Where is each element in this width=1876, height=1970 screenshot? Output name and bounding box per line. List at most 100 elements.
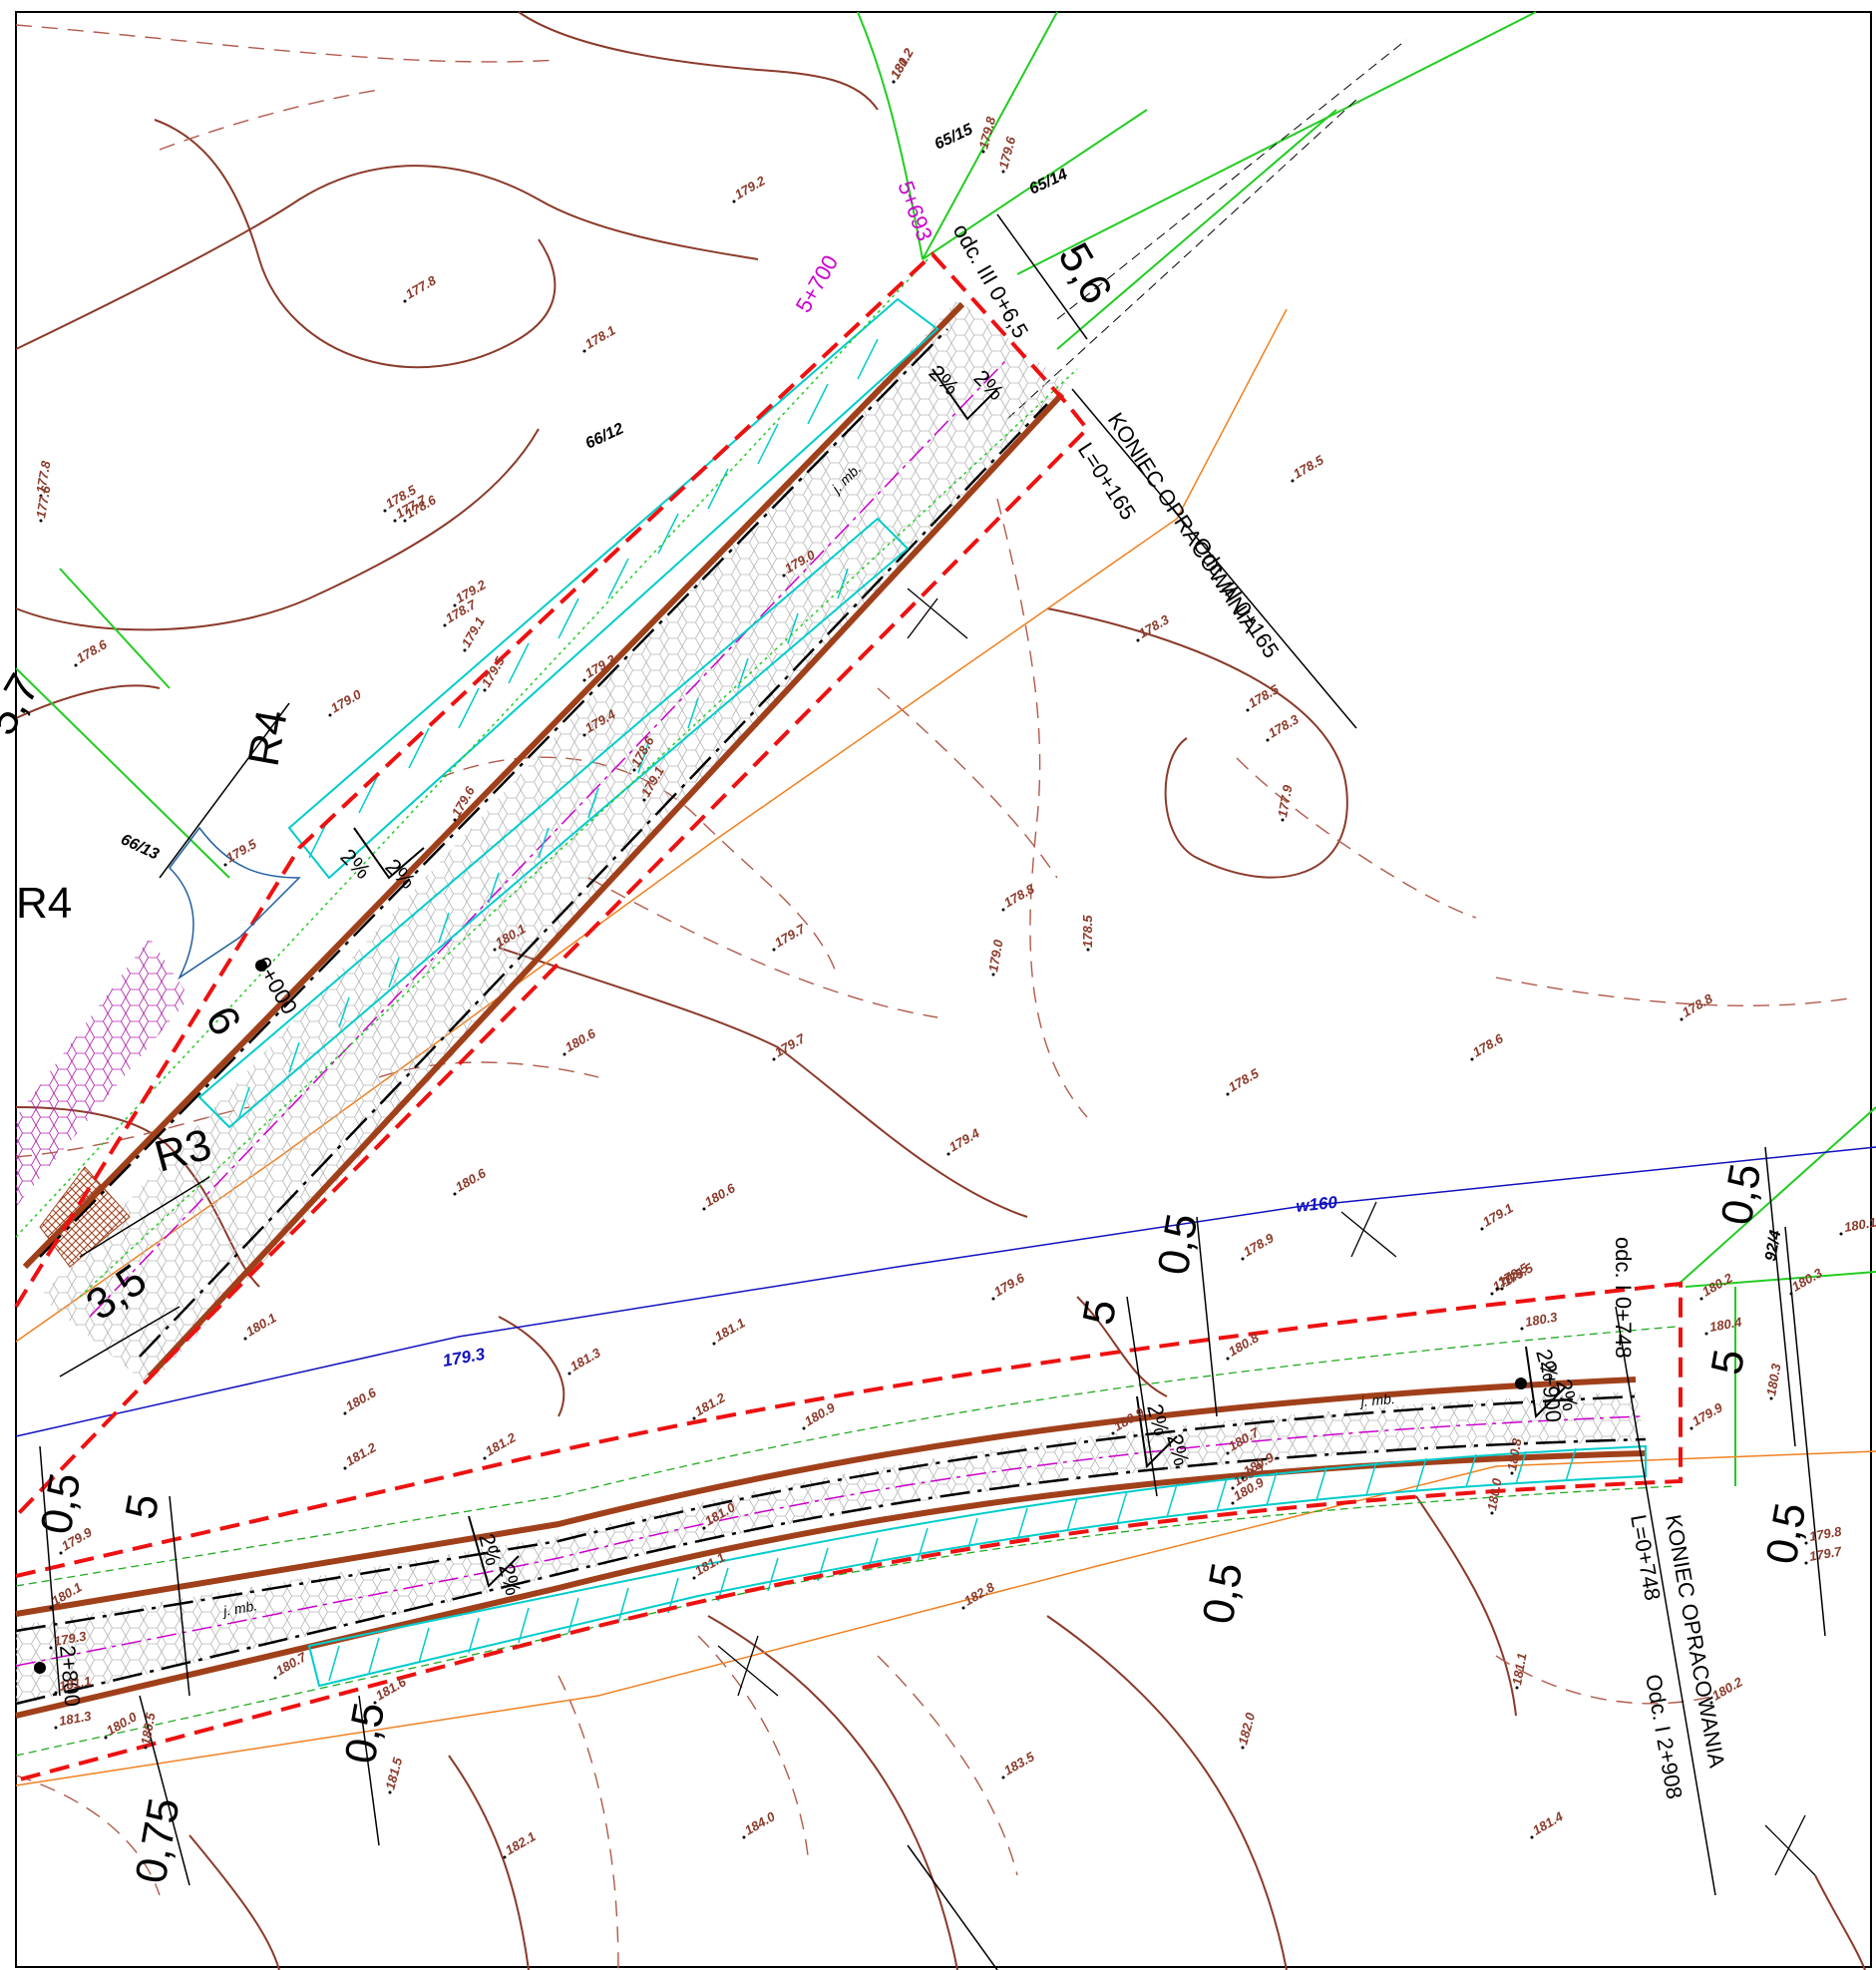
spot-height-label: 179.1 — [1480, 1200, 1516, 1229]
spot-height-point — [567, 1372, 571, 1376]
spot-height-point — [981, 150, 985, 154]
spot-height-point — [1136, 638, 1140, 642]
spot-height-point — [1804, 1561, 1808, 1565]
spot-height-label: 177.8 — [33, 459, 54, 494]
spot-height-label: 180.1 — [1843, 1215, 1876, 1235]
spot-height-point — [483, 688, 487, 692]
spot-height-label: 181.1 — [1509, 1652, 1529, 1687]
spot-height-label: 180.6 — [343, 1384, 379, 1414]
spot-height-label: 178.6 — [1470, 1030, 1506, 1060]
spot-height-label: 178.5 — [1226, 1065, 1262, 1095]
dimension-label: R4 — [16, 879, 72, 928]
spot-height-label: 178.8 — [1680, 990, 1715, 1020]
spot-height-point — [1680, 1017, 1684, 1021]
spot-height-point — [692, 1416, 696, 1420]
spot-height-point — [1839, 1232, 1843, 1236]
parcel-label: 66/12 — [583, 420, 627, 452]
spot-height-label: 178.5 — [1246, 681, 1282, 711]
spot-height-point — [1490, 1511, 1494, 1515]
spot-height-point — [1266, 738, 1270, 742]
end-label-lower-line1: L=0+748 — [1626, 1513, 1666, 1603]
water-main-label: w160 — [1295, 1193, 1338, 1216]
chainage-point — [1515, 1378, 1527, 1389]
spot-height-point — [1291, 479, 1295, 483]
lower-road — [15, 1281, 1683, 1782]
spot-height-point — [772, 1057, 776, 1061]
spot-height-point — [383, 509, 387, 513]
spot-height-label: 179.2 — [732, 173, 768, 202]
spot-height-label: 179.3 — [53, 1628, 88, 1649]
spot-height-label: 179.5 — [223, 836, 259, 866]
spot-height-label: 179.7 — [1808, 1543, 1843, 1564]
spot-height-point — [328, 713, 332, 717]
spot-height-label: 178.1 — [582, 322, 618, 351]
spot-height-point — [1470, 1057, 1474, 1061]
chainage-point — [34, 1662, 46, 1674]
dimension-lines — [39, 213, 1826, 1970]
spot-height-point — [1226, 1451, 1230, 1455]
spot-height-label: 180.3 — [1789, 1265, 1825, 1295]
spot-height-point — [991, 1297, 995, 1301]
spot-height-label: 181.2 — [888, 45, 918, 81]
spot-height-label: 180.6 — [563, 1025, 598, 1055]
spot-height-label: 181.2 — [343, 1439, 379, 1469]
spot-height-label: 180.0 — [104, 1709, 140, 1739]
spot-height-point — [493, 948, 497, 952]
spot-height-point — [1500, 1287, 1504, 1291]
spot-height-point — [1709, 1701, 1713, 1705]
spot-height-point — [49, 1606, 53, 1610]
spot-height-label: 183.5 — [1001, 1749, 1037, 1778]
spot-height-point — [54, 1691, 58, 1695]
dimension-label: 5 — [1702, 1346, 1755, 1379]
mb-label: j. mb. — [1358, 1390, 1395, 1409]
spot-height-point — [732, 199, 736, 203]
spot-height-label: 182.0 — [1235, 1711, 1258, 1747]
spot-height-point — [742, 1835, 746, 1839]
spot-height-point — [388, 1790, 392, 1794]
spot-height-point — [453, 1192, 457, 1196]
spot-height-point — [582, 733, 586, 737]
spot-height-point — [702, 1526, 706, 1530]
chainage-label: 2+800 — [55, 1644, 85, 1708]
spot-height-point — [59, 1551, 63, 1555]
spot-height-point — [74, 663, 78, 667]
spot-height-label: 182.8 — [961, 1579, 997, 1609]
spot-height-point — [1246, 708, 1250, 712]
spot-height-point — [1111, 1431, 1115, 1435]
spot-height-point — [1281, 818, 1285, 822]
spot-height-point — [692, 1576, 696, 1580]
map-frame — [15, 11, 1872, 1968]
spot-height-point — [1530, 1835, 1534, 1839]
spot-height-label: 181.3 — [58, 1708, 93, 1729]
end-label-upper-line2: Odc. III 0+165 — [1188, 533, 1285, 662]
thin-cadastral — [1006, 39, 1407, 420]
spot-height-label: 181.4 — [1530, 1808, 1566, 1838]
spot-height-point — [1699, 1297, 1703, 1301]
spot-height-point — [1480, 1227, 1484, 1231]
dimension-label: 0,5 — [1194, 1559, 1253, 1628]
spot-height-label: 179.0 — [328, 686, 364, 716]
spot-height-label: 180.2 — [1699, 1270, 1735, 1300]
spot-height-point — [483, 1456, 487, 1460]
spot-height-label: 179.6 — [991, 1270, 1027, 1300]
spot-height-label: 177.9 — [1275, 783, 1296, 818]
spot-height-point — [1804, 1541, 1808, 1545]
chainage-point — [255, 960, 267, 972]
dimension-label: 0,5 — [1712, 1160, 1771, 1229]
spot-height-label: 181.1 — [712, 1315, 748, 1344]
property-lines — [15, 11, 1876, 1486]
spot-height-point — [1520, 1327, 1524, 1331]
spot-height-point — [49, 1646, 53, 1650]
spot-height-label: 180.3 — [1524, 1309, 1559, 1330]
spot-height-point — [343, 1411, 347, 1415]
spot-height-point — [403, 299, 407, 303]
spot-height-point — [373, 1701, 377, 1705]
parcel-label: 66/13 — [118, 831, 162, 863]
dimension-label: 0,5 — [1149, 1210, 1208, 1279]
spot-height-point — [702, 1207, 706, 1211]
contour-value-label: 179.3 — [441, 1345, 487, 1371]
spot-height-label: 180.1 — [243, 1310, 279, 1339]
spot-height-label: 179.0 — [985, 938, 1006, 973]
spot-height-point — [712, 1342, 716, 1346]
spot-height-point — [393, 519, 397, 523]
